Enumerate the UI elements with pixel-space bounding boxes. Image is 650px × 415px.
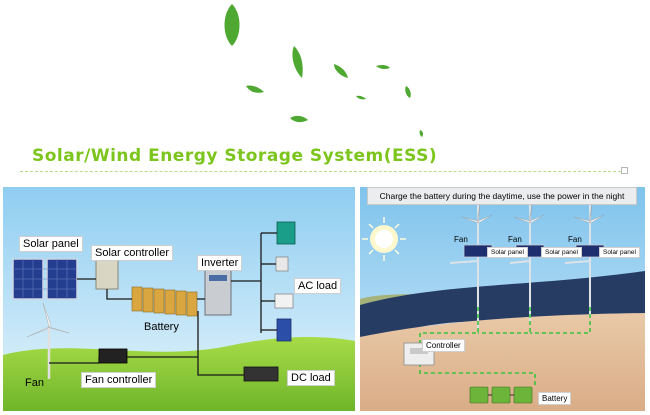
ac-load-device-icon — [276, 318, 292, 342]
leaf-icon — [292, 46, 303, 78]
sun-icon — [362, 217, 406, 261]
label-solar-controller: Solar controller — [91, 245, 173, 261]
label-solar-panel: Solar panel — [19, 236, 83, 252]
small-wind-turbine-icon — [461, 204, 605, 224]
label-solar-panel: Solar panel — [541, 247, 582, 258]
wiring — [49, 232, 277, 376]
leaf-icon — [224, 4, 240, 46]
label-fan-controller: Fan controller — [81, 372, 157, 388]
leaf-icon — [290, 115, 308, 123]
leaf-icon — [246, 85, 264, 93]
leaf-icon — [405, 86, 411, 98]
leaf-icon — [376, 64, 390, 70]
label-fan: Fan — [568, 235, 582, 244]
label-fan: Fan — [25, 377, 44, 389]
ground — [360, 313, 645, 411]
ac-load-device-icon — [276, 221, 296, 245]
divider-end-marker — [621, 167, 628, 174]
solar-controller-icon — [95, 258, 119, 290]
label-ac-load: AC load — [294, 278, 342, 294]
right-system-diagram: Fan Fan Fan Solar panel Solar panel Sola… — [360, 187, 645, 411]
wind-turbine-icon — [26, 302, 70, 379]
label-battery: Battery — [144, 321, 179, 333]
right-diagram-caption: Charge the battery during the daytime, u… — [367, 187, 637, 205]
ac-load-device-icon — [275, 256, 289, 272]
leaf-icon — [356, 95, 366, 100]
grass-hill — [3, 337, 355, 411]
fan-controller-icon — [98, 348, 128, 364]
left-diagram-illustration — [3, 187, 355, 411]
left-system-diagram: Solar panel Solar controller Battery Inv… — [3, 187, 355, 411]
label-inverter: Inverter — [197, 255, 243, 271]
underground-wiring — [419, 307, 591, 385]
leaf-icon — [419, 130, 424, 137]
page-title: Solar/Wind Energy Storage System(ESS) — [32, 146, 438, 166]
street-solar-panel-icon — [463, 244, 605, 258]
label-dc-load: DC load — [287, 370, 335, 386]
right-diagram-illustration — [360, 187, 645, 411]
label-controller: Controller — [422, 339, 465, 352]
leaf-icon — [334, 64, 348, 78]
ac-load-device-icon — [274, 293, 294, 309]
label-fan: Fan — [508, 235, 522, 244]
label-solar-panel: Solar panel — [487, 247, 528, 258]
dc-load-device-icon — [243, 366, 279, 382]
battery-icon — [469, 386, 533, 404]
label-battery: Battery — [538, 392, 572, 405]
battery-bank-icon — [131, 286, 198, 317]
title-divider — [20, 171, 626, 172]
label-fan: Fan — [454, 235, 468, 244]
decorative-leaves — [224, 4, 424, 137]
label-solar-panel: Solar panel — [599, 247, 640, 258]
